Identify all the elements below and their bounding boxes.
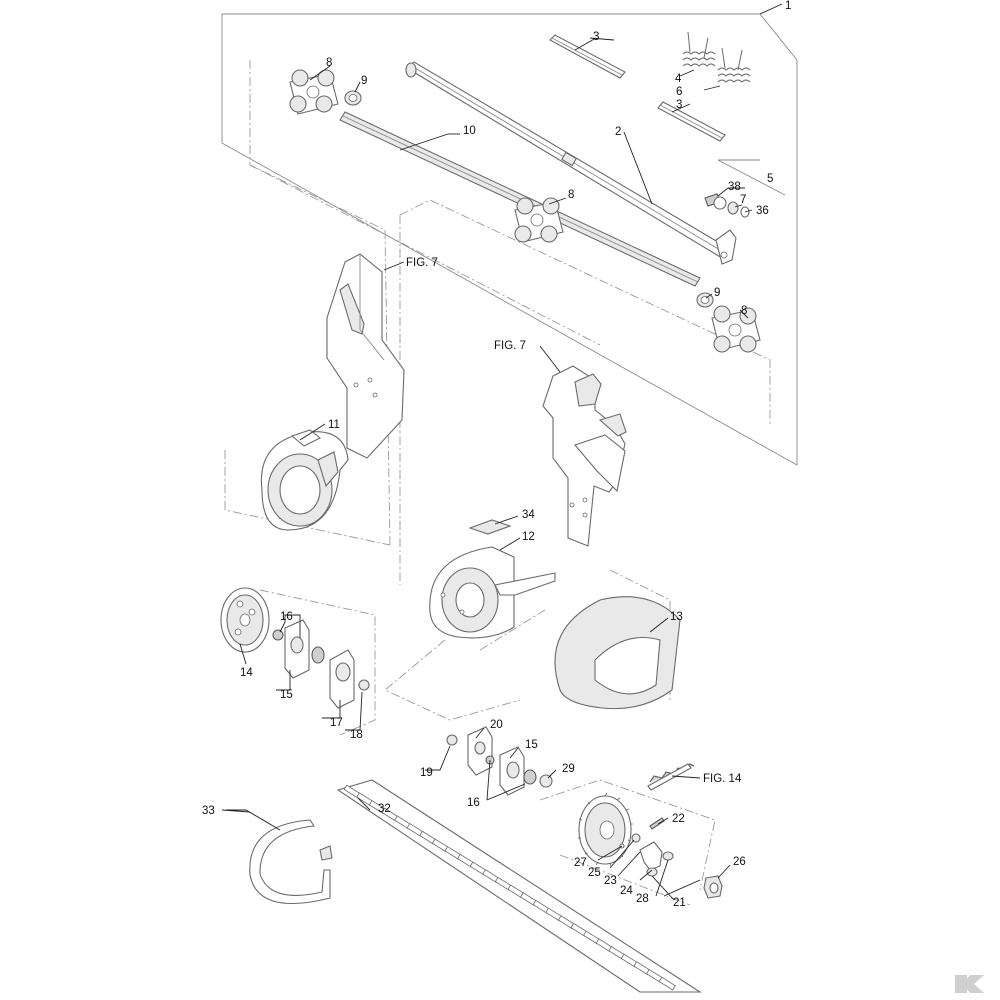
flange-20 [467,726,493,776]
bushing-19 [446,734,458,746]
callout-29: 29 [562,763,575,775]
plate-34 [468,519,512,535]
key-3-top [549,34,626,79]
wheel-cover-12 [429,546,556,639]
callout-23: 23 [604,875,617,887]
flange-17 [329,649,355,709]
key-3-lower [657,101,726,142]
callout-20: 20 [490,719,503,731]
callout-8-top: 8 [326,57,332,69]
bearing-holder-8-right [711,305,761,353]
callout-36: 36 [756,205,769,217]
pulley-14 [220,587,270,653]
callout-19: 19 [420,767,433,779]
callout-7: 7 [740,194,746,206]
frame-fig7-left [326,253,405,459]
callout-4: 4 [675,73,682,85]
callout-24: 24 [620,885,633,897]
group-5-bracket [717,159,786,196]
callout-15-lower: 15 [525,739,538,751]
callout-16-lower: 16 [467,797,480,809]
callout-1: 1 [785,0,791,12]
assembly-frames [221,13,798,906]
assembly-1-frame [221,13,798,466]
callout-11: 11 [328,419,340,431]
bearing-holder-8-top [289,69,339,115]
spring-6 [717,47,751,83]
bushing-9-top [344,90,362,106]
belt-33 [249,819,333,904]
callout-33: 33 [202,805,215,817]
brand-logo [955,975,984,993]
callout-25: 25 [588,867,601,879]
callout-fig7-left: FIG. 7 [406,257,438,269]
callout-16-left: 16 [280,611,293,623]
chain-fig14 [647,763,695,791]
callout-10: 10 [463,125,476,137]
frame-fig7-right [542,365,627,547]
callout-3-top: 3 [593,31,599,43]
wheel-cover-11 [260,429,349,531]
spring-4 [682,31,716,67]
callout-fig7-right: FIG. 7 [494,340,526,352]
callout-17: 17 [330,717,343,729]
callout-18: 18 [350,729,363,741]
callout-9-right: 9 [714,287,720,299]
callout-32: 32 [378,803,391,815]
callout-12: 12 [522,531,535,543]
bushing-18 [358,679,370,691]
callout-9-top: 9 [361,75,367,87]
callout-3-lower: 3 [676,99,682,111]
callout-6: 6 [676,86,682,98]
callout-5: 5 [767,173,773,185]
bearing-holder-8-middle [514,197,564,243]
callout-21: 21 [673,897,686,909]
callout-14: 14 [240,667,253,679]
callout-labels: 1 2 3 3 4 5 6 7 8 8 8 9 9 10 11 12 13 14… [202,0,791,909]
callout-34: 34 [522,509,535,521]
bushing-29 [539,774,553,788]
callout-8-right: 8 [741,305,747,317]
callout-13: 13 [670,611,683,623]
tire-13 [554,596,681,710]
callout-fig14: FIG. 14 [703,773,742,785]
bearing-flange-15-left [272,619,325,679]
bearing-flange-15-lower [485,746,537,796]
callout-22: 22 [672,813,685,825]
sprocket-27 [578,792,633,867]
callout-15-left: 15 [280,689,293,701]
callout-28: 28 [636,893,649,905]
callout-27: 27 [574,857,587,869]
leader-lines [221,3,783,901]
belt-slat [658,976,676,991]
callout-26: 26 [733,856,746,868]
slatted-belt-32 [336,779,702,993]
drive-shaft-2 [405,61,737,265]
callout-8-middle: 8 [568,189,574,201]
callout-2: 2 [615,126,621,138]
callout-38: 38 [728,181,741,193]
